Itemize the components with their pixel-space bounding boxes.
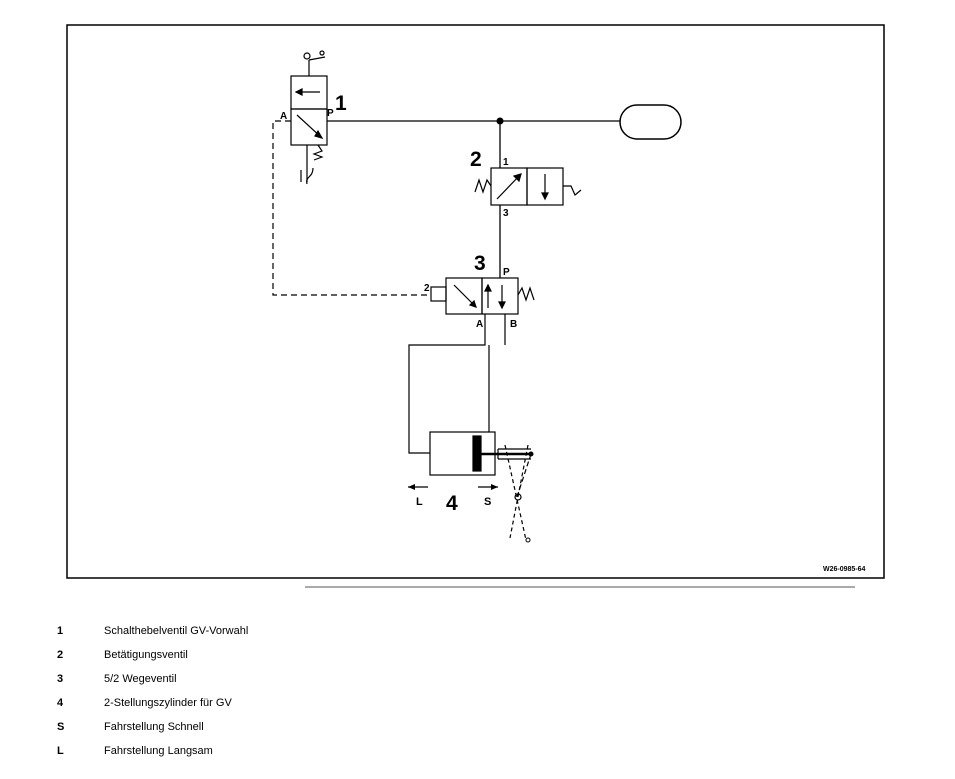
legend-text: Schalthebelventil GV-Vorwahl bbox=[104, 625, 249, 637]
component-4-label-s: S bbox=[484, 496, 491, 508]
cylinder-lines bbox=[408, 314, 506, 454]
legend-text: Betätigungsventil bbox=[104, 649, 188, 661]
component-2-port-1: 1 bbox=[503, 157, 509, 168]
component-1-number: 1 bbox=[335, 92, 347, 115]
diagram-frame bbox=[66, 24, 885, 579]
component-1-port-p: P bbox=[327, 108, 334, 119]
junction-node bbox=[496, 117, 504, 125]
component-3-number: 3 bbox=[474, 252, 486, 275]
component-4-number: 4 bbox=[446, 492, 458, 515]
arrow-right bbox=[491, 484, 498, 490]
lever-pivot bbox=[528, 451, 534, 457]
supply-lines bbox=[327, 120, 620, 278]
component-3-port-2: 2 bbox=[424, 283, 430, 294]
component-3-port-a: A bbox=[476, 319, 483, 330]
component-3-port-p: P bbox=[503, 267, 510, 278]
cylinder-4 bbox=[408, 431, 532, 541]
lever-end bbox=[525, 537, 531, 543]
component-2-number: 2 bbox=[470, 148, 482, 171]
air-reservoir bbox=[619, 104, 682, 140]
legend-key: 1 bbox=[57, 625, 64, 637]
component-3-port-b: B bbox=[510, 319, 517, 330]
legend-key: S bbox=[57, 721, 65, 733]
component-2-port-3: 3 bbox=[503, 208, 509, 219]
legend-key: 2 bbox=[57, 649, 64, 661]
legend-key: 4 bbox=[57, 697, 64, 709]
valve-2-actuating bbox=[474, 167, 582, 206]
component-1-port-a: A bbox=[280, 111, 287, 122]
drawing-code: W26-0985-64 bbox=[823, 566, 866, 573]
legend-text: Fahrstellung Langsam bbox=[104, 745, 213, 757]
component-4-label-l: L bbox=[416, 496, 423, 508]
pilot-line bbox=[272, 120, 427, 296]
arrow-left bbox=[408, 484, 415, 490]
valve-1-shift-lever bbox=[290, 50, 328, 185]
legend-text: 2-Stellungszylinder für GV bbox=[104, 697, 232, 709]
valve-3-directional bbox=[430, 277, 535, 315]
pneumatic-schematic: 1 A P 2 1 3 3 P 2 A B bbox=[66, 24, 885, 588]
legend-text: 5/2 Wegeventil bbox=[104, 673, 177, 685]
legend-key: L bbox=[57, 745, 64, 757]
legend-text: Fahrstellung Schnell bbox=[104, 721, 204, 733]
legend-key: 3 bbox=[57, 673, 64, 685]
